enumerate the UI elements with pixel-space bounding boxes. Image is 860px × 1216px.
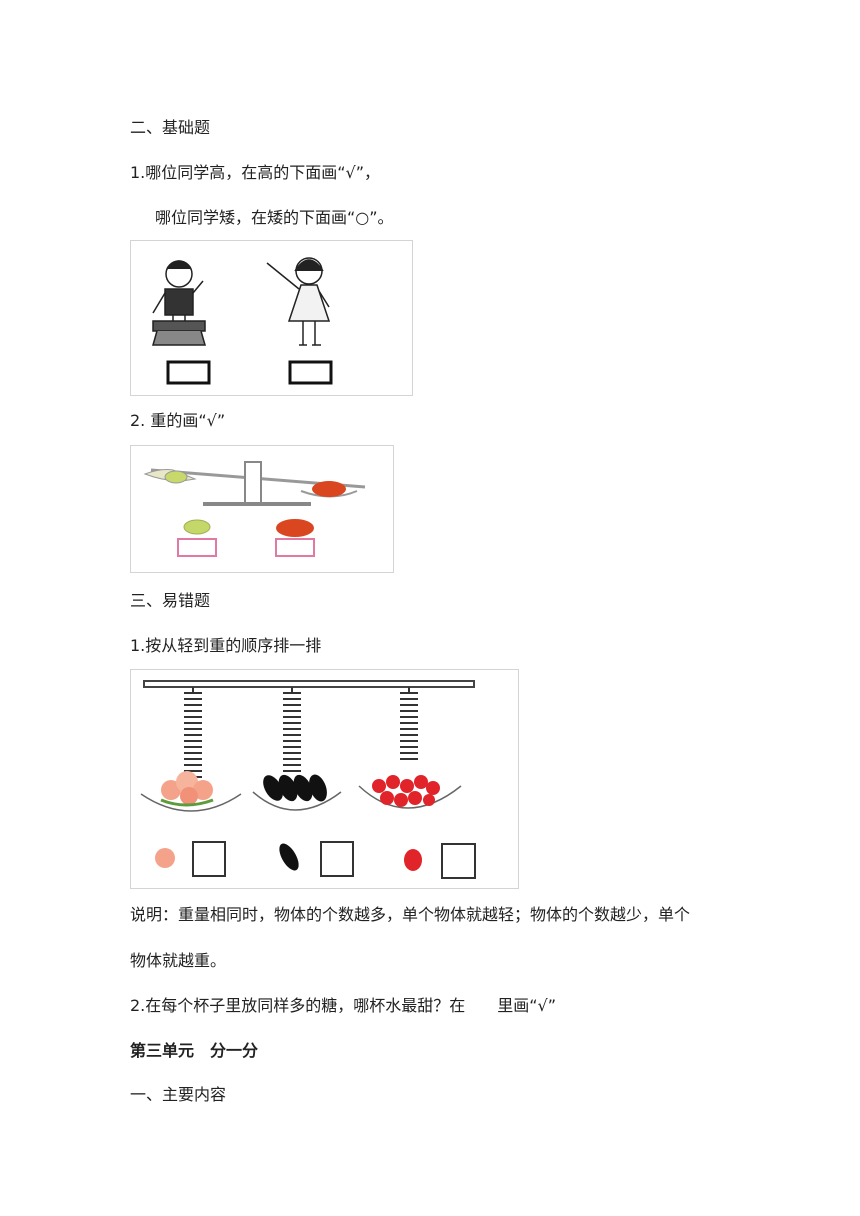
- spring-3-image: [358, 687, 462, 809]
- spring-weights-figure: [130, 669, 519, 889]
- answer-box-right: [275, 538, 315, 557]
- section-heading-basic: 二、基础题: [130, 118, 211, 137]
- question-4: 2.在每个杯子里放同样多的糖，哪杯水最甜？在 里画“√”: [130, 996, 557, 1015]
- answer-box-left: [177, 538, 217, 557]
- spring-1-image: [140, 687, 242, 812]
- eggplants-icon: [263, 774, 327, 802]
- children-height-figure: [130, 240, 413, 396]
- explanation-line-2: 物体就越重。: [130, 951, 227, 970]
- answer-box-strawberry: [441, 843, 476, 879]
- eggplant-icon: [279, 843, 299, 871]
- question-3: 1.按从轻到重的顺序排一排: [130, 636, 322, 655]
- question-1-line-1: 1.哪位同学高，在高的下面画“√”，: [130, 163, 381, 182]
- section-heading-main: 一、主要内容: [130, 1085, 227, 1104]
- unit-title: 第三单元 分一分: [130, 1041, 259, 1060]
- section-heading-error: 三、易错题: [130, 591, 211, 610]
- boy-on-stool-image: [152, 260, 206, 346]
- answer-box-eggplant: [320, 841, 354, 877]
- balance-scale-figure: [130, 445, 394, 573]
- balance-scale-image: [143, 461, 366, 506]
- strawberries-icon: [372, 775, 440, 807]
- answer-box-peach: [192, 841, 226, 877]
- answer-box-girl: [288, 360, 333, 385]
- vegetable-icon: [183, 519, 211, 535]
- peaches-icon: [160, 771, 214, 807]
- peach-icon: [155, 848, 175, 868]
- sweet-potato-icon: [276, 519, 314, 537]
- girl-image: [266, 257, 331, 346]
- question-1-line-2: 哪位同学矮，在矮的下面画“○”。: [155, 208, 394, 227]
- answer-box-boy: [166, 360, 211, 385]
- question-2: 2. 重的画“√”: [130, 411, 226, 430]
- strawberry-icon: [404, 849, 422, 871]
- spring-2-image: [252, 687, 342, 811]
- explanation-line-1: 说明：重量相同时，物体的个数越多，单个物体就越轻；物体的个数越少，单个: [130, 905, 691, 924]
